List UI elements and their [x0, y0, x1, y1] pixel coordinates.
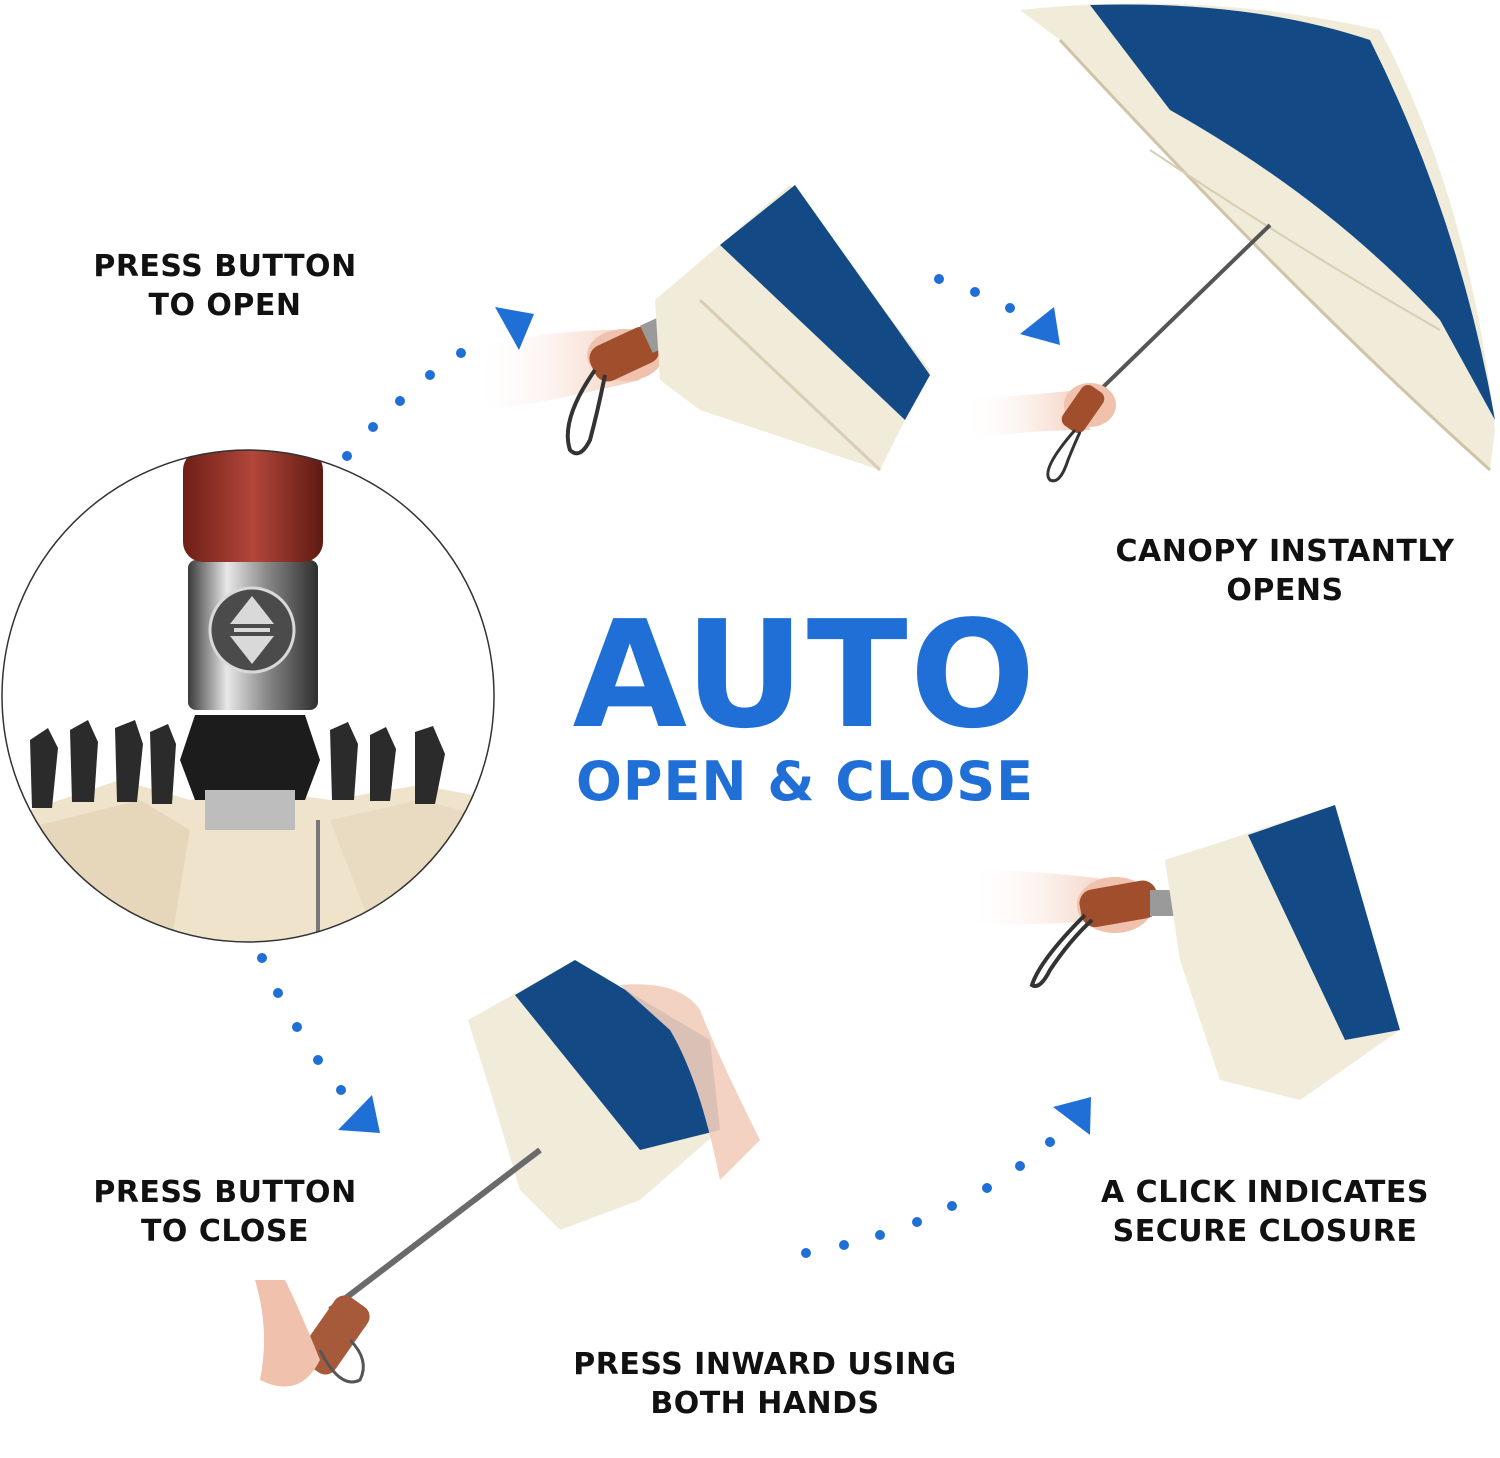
caption-press-button-close: PRESS BUTTON TO CLOSE: [70, 1173, 380, 1251]
caption-line: TO CLOSE: [140, 1214, 310, 1249]
umbrella-press-inward-step: [255, 960, 760, 1387]
caption-line: PRESS INWARD USING: [573, 1347, 957, 1382]
caption-line: OPENS: [1226, 573, 1344, 608]
caption-line: PRESS BUTTON: [93, 1175, 357, 1210]
umbrella-click-closure-step: [965, 805, 1400, 1100]
caption-line: TO OPEN: [148, 288, 302, 323]
caption-line: PRESS BUTTON: [93, 249, 357, 284]
caption-click-closure: A CLICK INDICATES SECURE CLOSURE: [1070, 1173, 1460, 1251]
caption-press-inward: PRESS INWARD USING BOTH HANDS: [545, 1345, 985, 1423]
caption-canopy-opens: CANOPY INSTANTLY OPENS: [1090, 532, 1480, 610]
caption-line: BOTH HANDS: [650, 1386, 880, 1421]
headline-sub: OPEN & CLOSE: [575, 750, 1035, 813]
caption-line: SECURE CLOSURE: [1112, 1214, 1418, 1249]
headline: AUTO OPEN & CLOSE: [560, 600, 1050, 812]
umbrella-fully-open-step: [960, 3, 1495, 483]
arrow-triangle-icon: [1020, 307, 1060, 345]
umbrella-folded-open-step: [470, 185, 930, 472]
caption-line: A CLICK INDICATES: [1101, 1175, 1429, 1210]
arrow-triangle-icon: [495, 307, 534, 350]
arrow-triangle-icon: [338, 1095, 380, 1133]
headline-main: AUTO: [572, 589, 1038, 761]
dotted-path-connectors: [257, 274, 1055, 1258]
button-closeup: [1, 449, 495, 943]
caption-line: CANOPY INSTANTLY: [1115, 534, 1455, 569]
caption-press-button-open: PRESS BUTTON TO OPEN: [70, 247, 380, 325]
arrow-triangle-icon: [1053, 1097, 1091, 1135]
